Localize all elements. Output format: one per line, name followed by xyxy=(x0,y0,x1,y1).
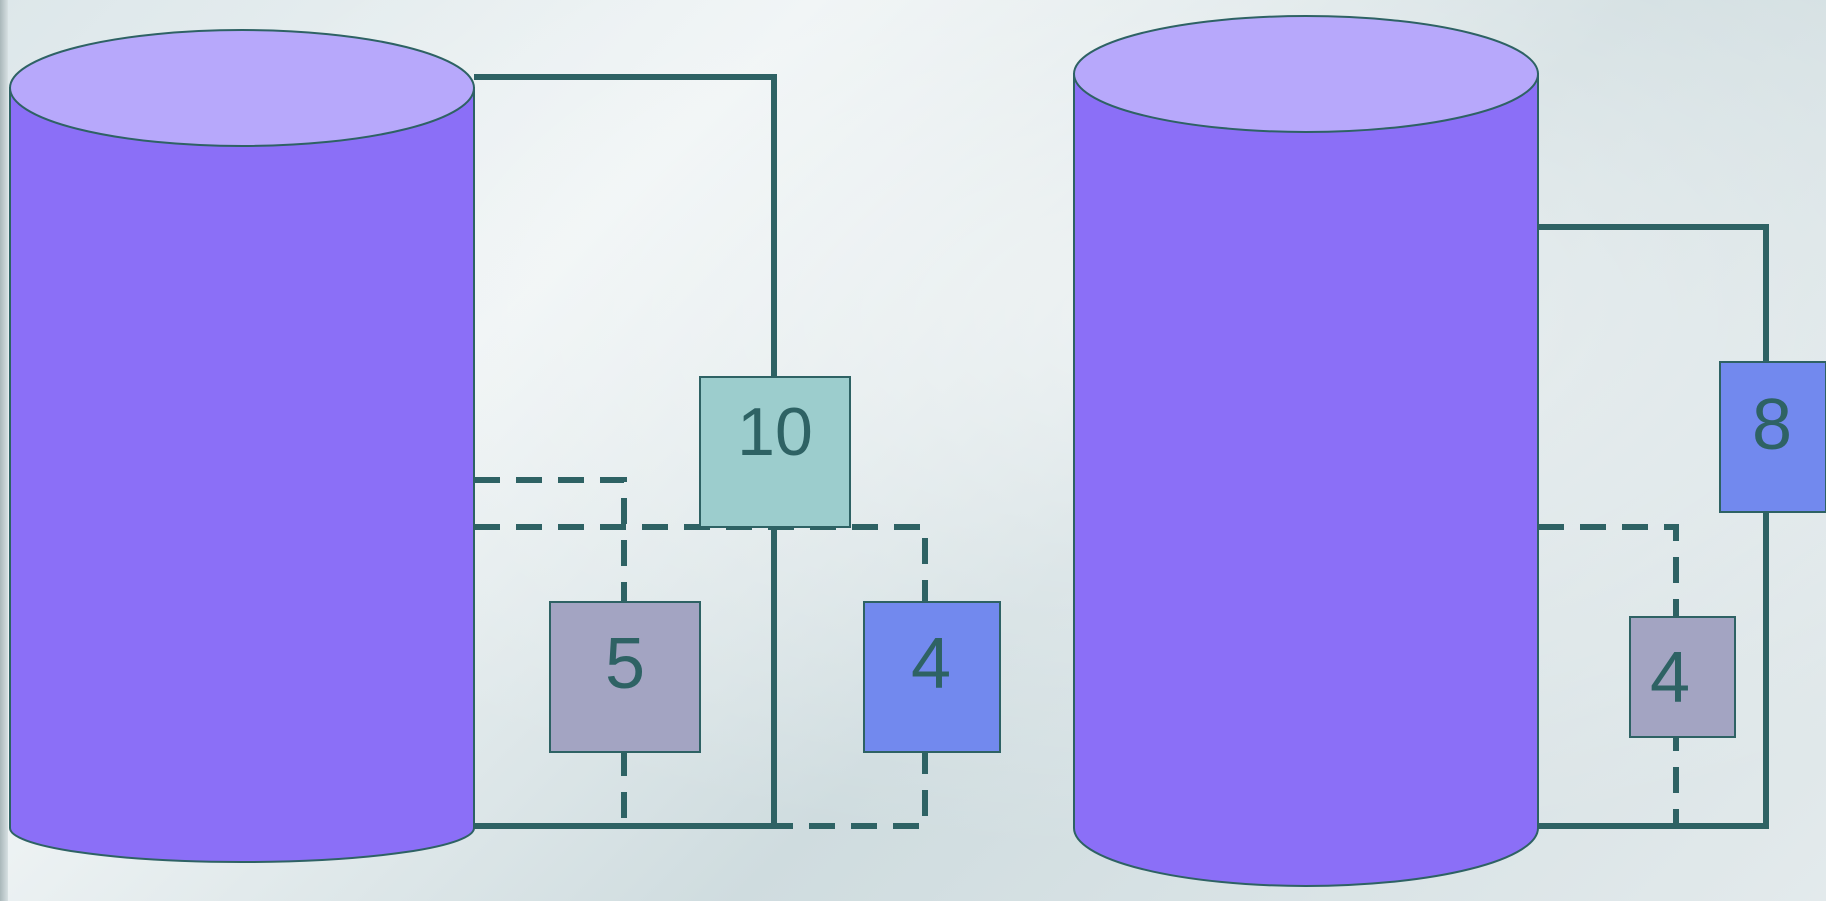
box-right-4-rect xyxy=(1629,616,1736,738)
right-cylinder-body xyxy=(1073,73,1539,887)
right-solid-connector xyxy=(1538,224,1769,829)
box-left-4-rect xyxy=(863,601,1001,753)
box-left-10-rect xyxy=(699,376,851,528)
left-cylinder xyxy=(9,29,475,863)
right-cylinder-top xyxy=(1073,15,1539,133)
left-cylinder-top xyxy=(9,29,475,147)
box-left-5: 5 xyxy=(549,601,701,753)
left-dashed-connector-5 xyxy=(474,477,627,829)
box-right-8-label: 8 xyxy=(1752,385,1792,465)
box-right-8: 8 xyxy=(1719,361,1826,513)
box-right-4: 4 xyxy=(1629,616,1736,738)
box-left-10-label: 10 xyxy=(737,394,813,470)
box-right-4-label: 4 xyxy=(1650,638,1690,718)
right-solid-connectors xyxy=(1538,224,1769,829)
right-dashed-connector xyxy=(1538,524,1679,829)
left-cylinder-body xyxy=(9,87,475,863)
box-left-5-label: 5 xyxy=(605,624,645,704)
right-cylinder xyxy=(1073,15,1539,887)
box-left-5-rect xyxy=(549,601,701,753)
box-left-10: 10 xyxy=(699,376,851,528)
box-right-8-rect xyxy=(1719,361,1826,513)
box-left-4: 4 xyxy=(863,601,1001,753)
box-left-4-label: 4 xyxy=(911,624,951,704)
right-dashed-connectors xyxy=(1538,524,1679,829)
left-solid-top-connector xyxy=(474,74,777,376)
